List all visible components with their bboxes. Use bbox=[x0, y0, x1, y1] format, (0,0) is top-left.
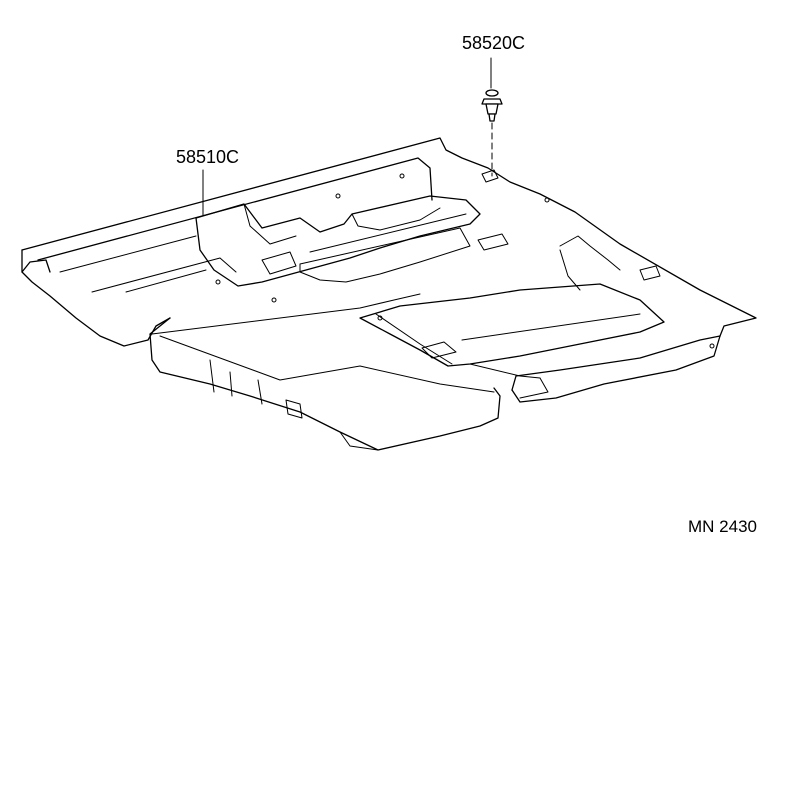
clip-part bbox=[481, 57, 503, 177]
carpet-right-wing-fold bbox=[559, 249, 581, 291]
carpet-left-tub-rim bbox=[151, 293, 421, 335]
carpet-rear-slot-right bbox=[477, 233, 509, 251]
carpet-rear-step bbox=[91, 257, 237, 293]
clip-head bbox=[485, 89, 499, 97]
carpet-rear-footwell bbox=[195, 195, 481, 287]
carpet-hole-7 bbox=[215, 279, 221, 285]
carpet-left-wing-edge bbox=[21, 249, 171, 347]
carpet-tunnel-ridge bbox=[461, 313, 641, 341]
carpet-back-crease bbox=[59, 235, 197, 273]
carpet-left-tub-ribs bbox=[209, 359, 263, 405]
carpet-clip-seat-2 bbox=[639, 265, 661, 281]
carpet-left-tub-tab bbox=[285, 399, 303, 419]
part-label-carpet: 58510C bbox=[176, 147, 240, 167]
carpet-hole-2 bbox=[399, 173, 405, 179]
carpet-hole-5 bbox=[271, 297, 277, 303]
carpet-hole-3 bbox=[544, 197, 550, 203]
carpet-rear-step-inner bbox=[125, 269, 207, 293]
carpet-rear-slot-left bbox=[261, 251, 297, 275]
floor-carpet-part bbox=[21, 137, 757, 451]
diagram-reference-code: MN 2430 bbox=[688, 517, 757, 536]
carpet-right-tub-rim bbox=[511, 335, 721, 391]
carpet-center-tunnel-rear bbox=[299, 227, 471, 283]
carpet-outer-rim bbox=[21, 137, 757, 403]
part-label-clip: 58520C bbox=[462, 33, 526, 53]
carpet-rear-footwell-wall-2 bbox=[351, 207, 441, 231]
carpet-right-tub-corner bbox=[519, 377, 549, 399]
carpet-tunnel-line bbox=[309, 213, 467, 253]
carpet-rear-footwell-wall bbox=[243, 203, 297, 245]
carpet-hole-1 bbox=[335, 193, 341, 199]
clip-flange bbox=[481, 98, 503, 105]
carpet-tunnel-right-wall bbox=[469, 363, 541, 379]
carpet-right-wing-crease bbox=[559, 235, 621, 271]
carpet-center-tunnel-front bbox=[359, 283, 665, 367]
carpet-tunnel-left-wall bbox=[375, 313, 453, 365]
carpet-hole-6 bbox=[377, 315, 383, 321]
carpet-clip-seat bbox=[481, 169, 499, 183]
clip-body bbox=[485, 103, 499, 115]
carpet-hole-4 bbox=[709, 343, 715, 349]
carpet-left-flap bbox=[21, 259, 51, 273]
carpet-left-tub-floor bbox=[159, 335, 495, 393]
carpet-left-tub-outer bbox=[149, 317, 501, 451]
carpet-left-tub-lip bbox=[339, 431, 379, 451]
carpet-tunnel-slot bbox=[421, 341, 457, 359]
clip-tip bbox=[488, 113, 496, 122]
